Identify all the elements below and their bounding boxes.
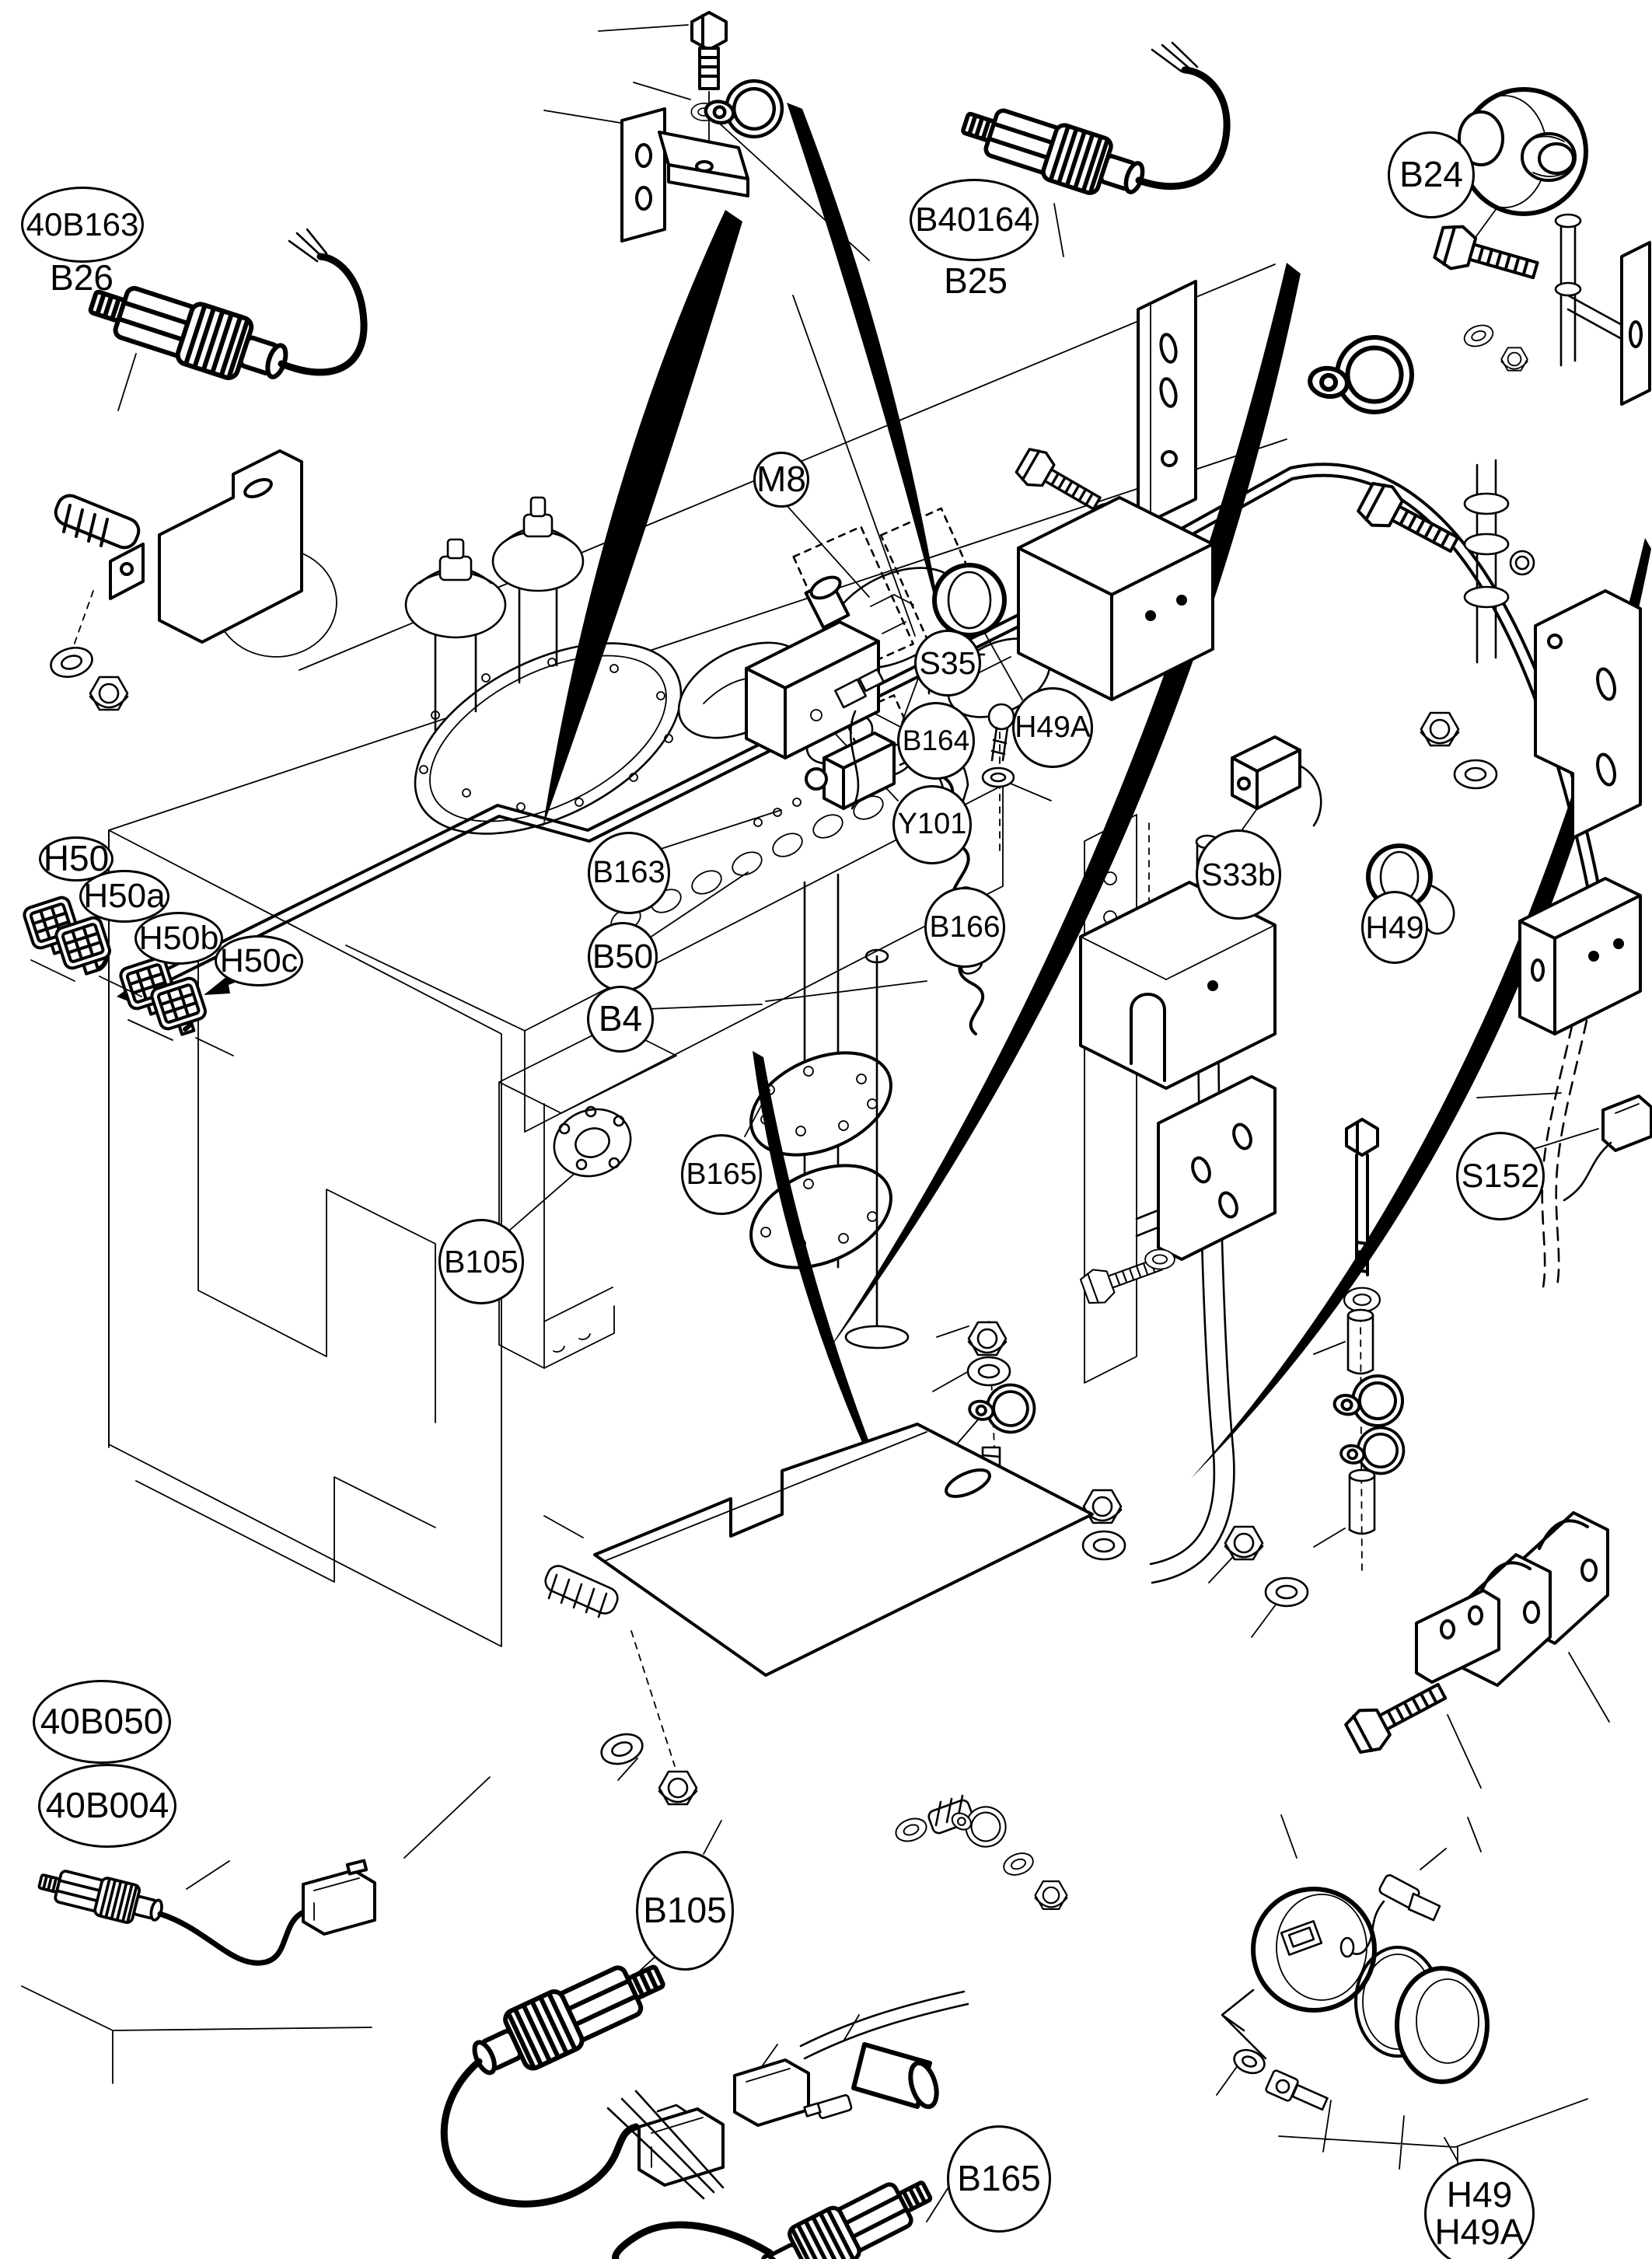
s33b-bracket-plate xyxy=(1157,1075,1277,1261)
part-label-text: M8 xyxy=(756,459,806,500)
pipe-tee-far-right xyxy=(1554,213,1626,367)
part-label-S33b: S33b xyxy=(1196,829,1281,920)
part-label-text: H49A xyxy=(1015,710,1091,744)
part-label-H50b: H50b xyxy=(134,912,223,965)
right-edge-bracket xyxy=(1620,241,1651,406)
sensor-B26 xyxy=(84,228,368,393)
part-label-H49-mid: H49 xyxy=(1361,891,1428,964)
horn-sensor-plug xyxy=(1339,1874,1441,1958)
rubber-boot xyxy=(851,2042,939,2110)
part-label-B166: B166 xyxy=(924,887,1005,968)
dashed-leaders xyxy=(630,731,1363,1767)
part-label-B40164: B40164 xyxy=(910,179,1039,261)
part-label-text: H49 xyxy=(1365,909,1424,945)
sensor-B25 xyxy=(957,41,1231,207)
connector-B164 xyxy=(833,668,885,810)
part-label-text: H50b xyxy=(138,919,219,957)
part-label-text: B164 xyxy=(902,724,970,756)
part-label-H50a: H50a xyxy=(79,870,169,923)
part-label-text: B50 xyxy=(592,937,654,976)
u-cover xyxy=(1079,881,1277,1090)
part-label-S35: S35 xyxy=(914,630,981,697)
left-bracket-assembly xyxy=(46,449,303,711)
part-label-text: H49 xyxy=(1446,2174,1513,2215)
part-label-text: B163 xyxy=(592,855,665,890)
part-label-B50: B50 xyxy=(588,922,658,992)
part-label-text: 40B163 xyxy=(26,206,139,243)
cover-stud xyxy=(544,1565,619,1618)
small-clamp-group xyxy=(892,1792,1068,1910)
part-label-text: S33b xyxy=(1201,856,1276,892)
part-label-M8: M8 xyxy=(753,452,809,508)
horn-H49A-assembly xyxy=(932,496,1214,788)
s152-connector xyxy=(1563,1095,1652,1202)
part-label-text: B24 xyxy=(1399,154,1463,195)
part-label-40B163: 40B163 xyxy=(21,187,144,263)
part-label-text: B25 xyxy=(944,260,1008,302)
top-bracket-assembly xyxy=(620,11,788,243)
part-label-text: B26 xyxy=(50,257,114,299)
part-label-B105-bottom: B105 xyxy=(636,1851,734,1971)
valve-Y101 xyxy=(745,575,880,759)
connector-plug xyxy=(302,1859,376,1936)
sweep-curves xyxy=(543,103,1651,1545)
part-label-text: B166 xyxy=(929,910,1001,944)
switch-S35 xyxy=(805,731,896,810)
part-label-Y101: Y101 xyxy=(892,785,972,864)
part-label-40B050: 40B050 xyxy=(33,1680,171,1764)
part-label-text: S152 xyxy=(1461,1157,1540,1195)
sensor-40B004 xyxy=(34,1859,376,1966)
part-label-text: 40B004 xyxy=(45,1785,169,1826)
part-label-text: 40B050 xyxy=(40,1701,164,1742)
part-label-text: B105 xyxy=(444,1243,519,1280)
horn-exploded xyxy=(1221,1874,1490,2111)
part-label-text: S35 xyxy=(919,644,976,681)
part-label-H50c: H50c xyxy=(215,935,303,986)
part-label-40B004: 40B004 xyxy=(38,1764,176,1848)
sensor-B24 xyxy=(1458,87,1588,216)
clamp-blocks xyxy=(1343,1511,1609,1758)
part-label-B4: B4 xyxy=(587,986,654,1053)
part-label-text: B40164 xyxy=(915,201,1033,239)
pipes-right xyxy=(1463,459,1535,664)
part-label-text: B4 xyxy=(598,998,643,1039)
part-label-S152: S152 xyxy=(1456,1132,1545,1220)
horn-mount-bolt xyxy=(1233,2048,1329,2111)
part-label-text: B105 xyxy=(643,1890,727,1931)
part-label-B105-mid: B105 xyxy=(438,1219,524,1304)
leader-lines xyxy=(21,24,1610,2222)
part-label-text: H50 xyxy=(43,838,110,879)
part-label-B164: B164 xyxy=(897,702,975,780)
part-label-B165-bottom: B165 xyxy=(947,2125,1051,2233)
horn-bolt xyxy=(981,703,1015,788)
part-label-text: H50c xyxy=(219,941,299,979)
right-top-hardware xyxy=(1084,213,1651,840)
sender-B105-mid xyxy=(498,1024,677,1369)
sensor-B105-bottom xyxy=(440,1948,969,2208)
sensor-B165-bottom xyxy=(606,2090,939,2259)
connector-b xyxy=(733,2058,810,2127)
part-label-B24: B24 xyxy=(1388,131,1475,218)
connector-a xyxy=(637,2104,725,2187)
part-label-text: H50a xyxy=(83,877,166,916)
part-label-text: H49A xyxy=(1434,2212,1525,2252)
part-label-B26: B26 xyxy=(27,253,136,303)
work-lamps xyxy=(20,894,234,1056)
terminal-pin xyxy=(803,2093,853,2120)
part-label-B165-mid: B165 xyxy=(681,1134,762,1215)
part-label-H49A: H49A xyxy=(1012,687,1093,768)
s33b-assembly xyxy=(1077,735,1322,1309)
part-label-B25: B25 xyxy=(927,257,1024,306)
fuel-sender-assembly xyxy=(404,496,683,835)
s152-bolt-stack xyxy=(1330,1118,1409,1535)
z-bracket xyxy=(1534,589,1642,840)
part-label-text: B165 xyxy=(686,1157,757,1191)
part-label-B163: B163 xyxy=(588,832,670,914)
part-label-text: B165 xyxy=(957,2158,1041,2199)
part-label-text: Y101 xyxy=(897,808,967,841)
cover-plate-assembly xyxy=(544,1423,1094,1806)
